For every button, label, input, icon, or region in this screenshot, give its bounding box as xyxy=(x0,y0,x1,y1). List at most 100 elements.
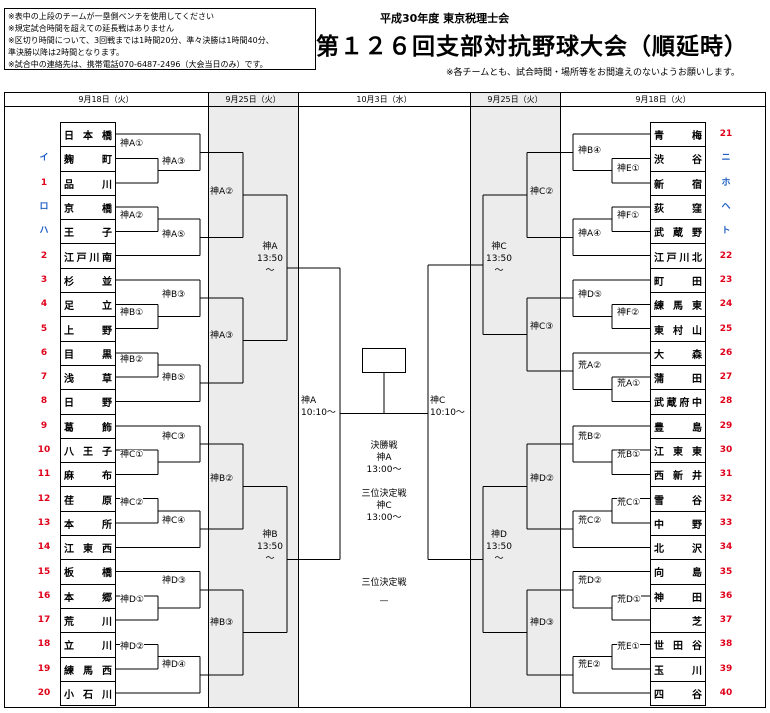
right-team-list: 青梅渋谷新宿荻窪武蔵野江戸川北町田練馬東東村山大森蒲田武蔵府中豊島江東東西新井雪… xyxy=(650,122,706,707)
game-label: 神A⑤ xyxy=(162,230,186,241)
date-left-r1: 9月18日（火） xyxy=(78,95,134,104)
team-name: 中野 xyxy=(654,519,702,531)
team-number: 11 xyxy=(37,469,51,480)
game-label: 神A① xyxy=(120,139,144,150)
team-number: ハ xyxy=(39,226,49,237)
team-number: 20 xyxy=(37,688,51,699)
team-name: 江東西 xyxy=(64,544,112,556)
team-row: 荒川 xyxy=(61,609,115,634)
team-number: 29 xyxy=(719,420,733,431)
team-row: 渋谷 xyxy=(651,147,705,172)
team-name: 雪谷 xyxy=(654,495,702,507)
game-label: 神C② xyxy=(530,187,554,198)
team-row: 江東東 xyxy=(651,439,705,464)
team-name: 目黒 xyxy=(64,349,112,361)
date-left-r2: 9月25日（火） xyxy=(225,95,281,104)
game-label: 神B① xyxy=(120,308,144,319)
champion-box xyxy=(362,348,406,373)
note-right: ※各チームとも、試合時間・場所等をお間違えのないようお願いします。 xyxy=(446,68,740,78)
team-row: 世田谷 xyxy=(651,633,705,658)
team-name: 本所 xyxy=(64,519,112,531)
game-label: 神A② xyxy=(210,187,234,198)
team-row: 浅草 xyxy=(61,366,115,391)
team-name: 足立 xyxy=(64,301,112,313)
team-name: 品川 xyxy=(64,179,112,191)
team-row: 豊島 xyxy=(651,415,705,439)
team-number: 33 xyxy=(719,517,733,528)
team-number: 34 xyxy=(719,542,733,553)
team-number: 21 xyxy=(719,129,733,140)
team-name: 葛飾 xyxy=(64,422,112,434)
team-number: 31 xyxy=(719,469,733,480)
team-row: 品川 xyxy=(61,172,115,196)
game-label: 荒E① xyxy=(617,642,640,653)
team-name: 練馬東 xyxy=(654,301,702,313)
team-name: 麻布 xyxy=(64,471,112,483)
left-team-list: 日本橋麹町品川京橋王子江戸川南杉並足立上野目黒浅草日野葛飾八王子麻布荏原本所江東… xyxy=(60,122,116,707)
team-number: 32 xyxy=(719,493,733,504)
team-row: 八王子 xyxy=(61,439,115,464)
game-label: 神B④ xyxy=(578,146,602,157)
team-name: 本郷 xyxy=(64,592,112,604)
organizer: 平成30年度 東京税理士会 xyxy=(380,12,510,25)
team-number: 26 xyxy=(719,347,733,358)
team-number: 7 xyxy=(40,372,48,383)
team-number: 27 xyxy=(719,372,733,383)
game-label: 神D② xyxy=(530,474,554,485)
team-name: 八王子 xyxy=(64,447,112,458)
note-line: 準決勝以降は2時間となります。 xyxy=(8,48,125,57)
game-label: 神B③ xyxy=(210,618,234,629)
team-name: 荒川 xyxy=(64,617,112,629)
team-row: 向島 xyxy=(651,560,705,585)
team-row: 荻窪 xyxy=(651,196,705,221)
team-name: 江戸川南 xyxy=(64,252,112,264)
third-place-info: 三位決定戦 神C 13:00～ xyxy=(361,489,407,523)
team-number: 12 xyxy=(37,493,51,504)
team-row: 練馬東 xyxy=(651,293,705,318)
game-label: 神F① xyxy=(617,211,640,222)
team-name: 上野 xyxy=(64,325,112,337)
game-label: 荒A② xyxy=(578,361,602,372)
team-number: 22 xyxy=(719,250,733,261)
venue-time: 神D 13:50 ～ xyxy=(486,530,512,564)
team-row: 本郷 xyxy=(61,585,115,609)
team-number: 19 xyxy=(37,663,51,674)
team-number: ロ xyxy=(39,202,49,213)
team-row: 日本橋 xyxy=(61,123,115,148)
team-name: 浅草 xyxy=(64,374,112,386)
team-name: 武蔵府中 xyxy=(654,398,702,410)
team-name: 立川 xyxy=(64,641,112,653)
team-name: 渋谷 xyxy=(654,155,702,167)
team-name: 豊島 xyxy=(654,422,702,434)
team-number: 14 xyxy=(37,542,51,553)
game-label: 神C② xyxy=(120,498,144,509)
team-number: 37 xyxy=(719,615,733,626)
column-divider xyxy=(560,92,561,708)
team-name: 荻窪 xyxy=(654,204,702,216)
team-name: 荏原 xyxy=(64,495,112,507)
team-row: 武蔵府中 xyxy=(651,390,705,415)
team-row: 四谷 xyxy=(651,682,705,707)
notes-box: ※表中の上段のチームが一塁側ベンチを使用してください ※規定試合時間を超えての延… xyxy=(4,8,316,70)
game-label: 神B③ xyxy=(162,290,186,301)
game-label: 神A③ xyxy=(210,331,234,342)
game-label: 荒B① xyxy=(617,450,641,461)
note-line: ※規定試合時間を超えての延長戦はありません xyxy=(8,24,175,33)
team-name: 麹町 xyxy=(64,155,112,167)
team-number: 8 xyxy=(40,396,48,407)
game-label: 神D⑤ xyxy=(578,290,602,301)
team-row: 玉川 xyxy=(651,658,705,682)
page-title: 第１２６回支部対抗野球大会（順延時） xyxy=(316,34,748,60)
venue-time: 神C 13:50 ～ xyxy=(486,242,512,276)
game-label: 荒D② xyxy=(578,576,602,587)
team-row: 青梅 xyxy=(651,123,705,148)
team-number: 5 xyxy=(40,323,48,334)
team-name: 神田 xyxy=(654,592,702,604)
team-number: 18 xyxy=(37,639,51,650)
third-place-info-2: 三位決定戦 — xyxy=(361,578,407,606)
team-name: 杉並 xyxy=(64,276,112,288)
team-number: 9 xyxy=(40,420,48,431)
team-number: 40 xyxy=(719,688,733,699)
team-number: 35 xyxy=(719,566,733,577)
team-row: 北沢 xyxy=(651,536,705,561)
